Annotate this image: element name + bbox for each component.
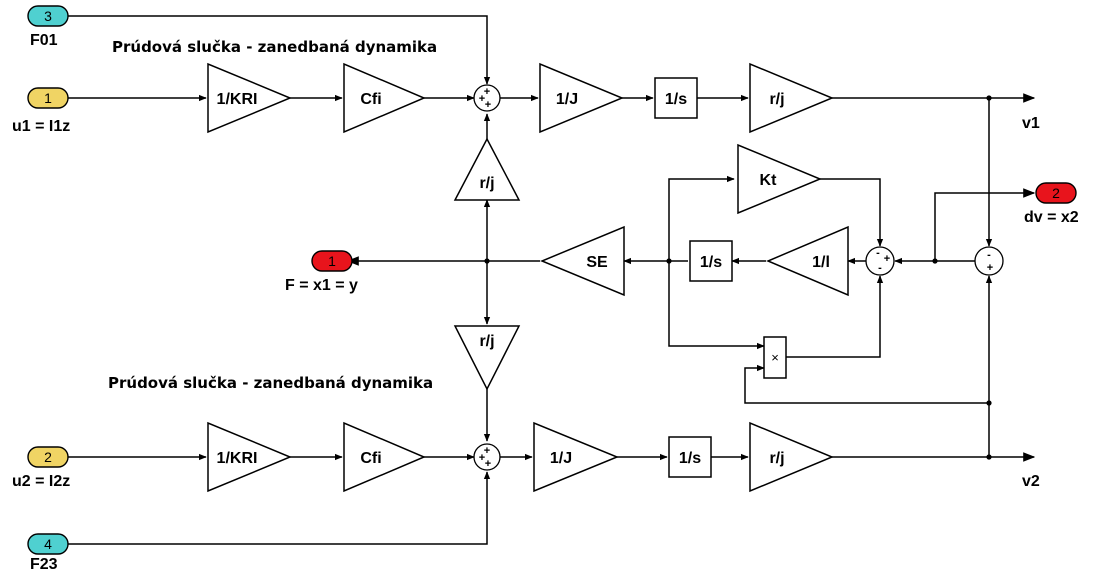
svg-text:r/j: r/j: [769, 91, 784, 108]
svg-text:r/j: r/j: [479, 175, 494, 192]
svg-text:Cfi: Cfi: [360, 91, 381, 108]
integrator-middle[interactable]: 1/s: [689, 240, 733, 282]
gain-1-kri-top[interactable]: 1/KRI: [207, 62, 292, 134]
gain-1-kri-bottom[interactable]: 1/KRI: [207, 421, 292, 493]
gain-cfi-top[interactable]: Cfi: [343, 62, 426, 134]
title-top: Prúdová slučka - zanedbaná dynamika: [112, 38, 437, 56]
svg-text:+: +: [484, 86, 490, 98]
inport-f01-label: F01: [30, 32, 58, 49]
integrator-bottom[interactable]: 1/s: [668, 436, 712, 478]
svg-text:Cfi: Cfi: [360, 450, 381, 467]
sum-top[interactable]: + + +: [473, 84, 501, 112]
integrator-top[interactable]: 1/s: [654, 77, 698, 119]
svg-text:1/KRI: 1/KRI: [217, 450, 258, 467]
svg-text:4: 4: [44, 536, 52, 552]
svg-text:1/KRI: 1/KRI: [217, 91, 258, 108]
gain-r-j-bottom-out[interactable]: r/j: [749, 421, 834, 493]
inport-u2[interactable]: 2: [27, 446, 69, 468]
svg-text:1/s: 1/s: [700, 254, 722, 271]
svg-text:-: -: [876, 247, 880, 259]
inport-u1-label: u1 = I1z: [12, 118, 70, 135]
svg-text:1/J: 1/J: [550, 450, 572, 467]
svg-text:3: 3: [44, 8, 52, 24]
svg-text:-: -: [987, 249, 991, 261]
gain-1-j-bottom[interactable]: 1/J: [533, 421, 619, 493]
svg-text:×: ×: [771, 350, 779, 365]
gain-se[interactable]: SE: [540, 225, 625, 297]
title-bottom: Prúdová slučka - zanedbaná dynamika: [108, 374, 433, 392]
svg-text:1: 1: [44, 90, 52, 106]
sum-outer[interactable]: - +: [974, 246, 1004, 276]
outport-dv[interactable]: 2: [1035, 182, 1077, 204]
signal-v1-label: v1: [1022, 115, 1040, 132]
outport-f[interactable]: 1: [311, 250, 353, 272]
gain-kt[interactable]: Kt: [737, 143, 822, 215]
inport-u1[interactable]: 1: [27, 87, 69, 109]
svg-text:+: +: [479, 452, 485, 464]
sum-inner[interactable]: - + -: [865, 246, 895, 276]
signal-v2-label: v2: [1022, 473, 1040, 490]
gain-cfi-bottom[interactable]: Cfi: [343, 421, 426, 493]
svg-text:+: +: [485, 99, 491, 111]
gain-r-j-down[interactable]: r/j: [453, 325, 521, 391]
sum-bottom[interactable]: + + +: [473, 443, 501, 471]
gain-1-l[interactable]: 1/l: [766, 225, 849, 297]
gain-r-j-up[interactable]: r/j: [453, 137, 521, 201]
gain-r-j-top-out[interactable]: r/j: [749, 62, 834, 134]
gain-1-j-top[interactable]: 1/J: [539, 62, 624, 134]
inport-f23[interactable]: 4: [27, 533, 69, 555]
svg-text:1/J: 1/J: [556, 91, 578, 108]
svg-text:1/s: 1/s: [679, 450, 701, 467]
outport-dv-label: dv = x2: [1024, 209, 1079, 226]
svg-text:Kt: Kt: [760, 172, 778, 189]
product-block[interactable]: ×: [763, 336, 787, 379]
svg-text:1/l: 1/l: [812, 254, 830, 271]
wires: [68, 15, 1036, 545]
inport-f01[interactable]: 3: [27, 5, 69, 27]
svg-text:1: 1: [328, 253, 336, 269]
svg-text:r/j: r/j: [479, 333, 494, 350]
svg-text:SE: SE: [586, 254, 608, 271]
svg-text:+: +: [484, 445, 490, 457]
svg-text:2: 2: [1052, 185, 1060, 201]
inport-f23-label: F23: [30, 556, 58, 573]
svg-text:+: +: [884, 253, 890, 265]
svg-text:-: -: [878, 262, 882, 274]
outport-f-label: F = x1 = y: [285, 277, 358, 294]
svg-text:+: +: [485, 458, 491, 470]
svg-text:1/s: 1/s: [665, 91, 687, 108]
svg-text:+: +: [479, 93, 485, 105]
svg-text:r/j: r/j: [769, 450, 784, 467]
svg-text:+: +: [987, 262, 993, 274]
inport-u2-label: u2 = I2z: [12, 473, 70, 490]
svg-text:2: 2: [44, 449, 52, 465]
